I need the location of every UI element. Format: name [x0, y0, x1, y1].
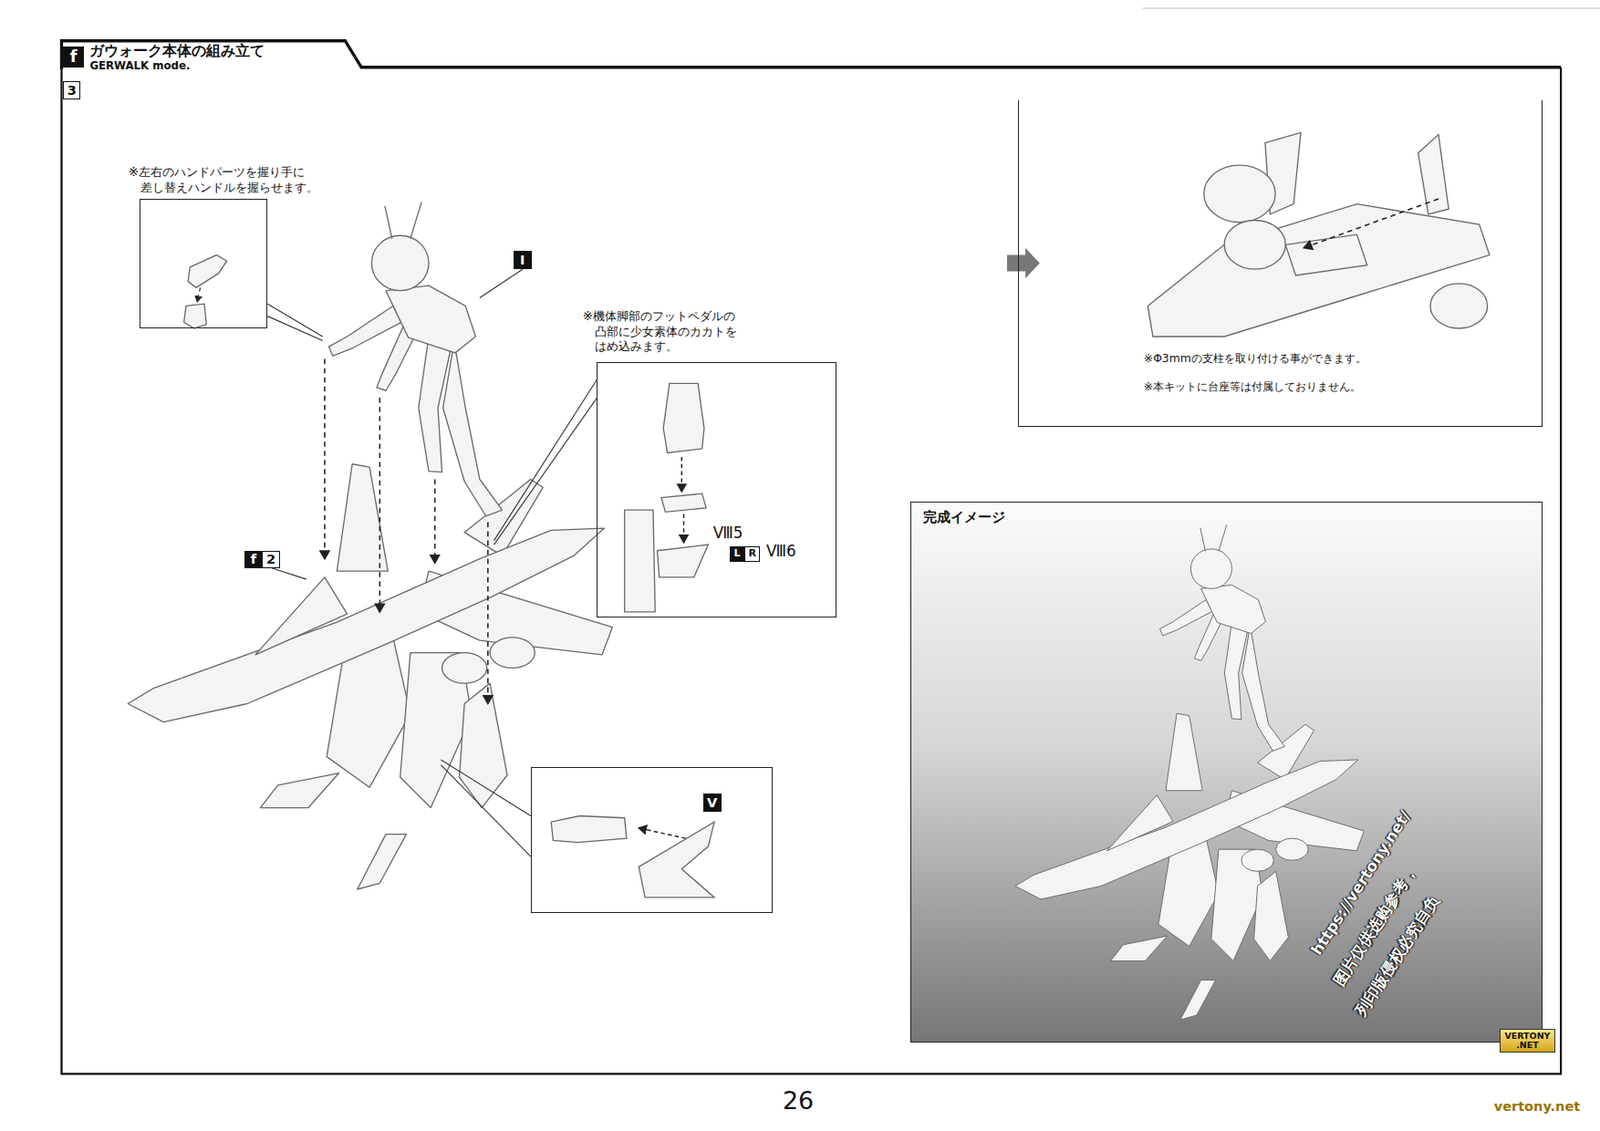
section-title: ガウォーク本体の組み立て	[89, 42, 265, 60]
step-number: 3	[62, 81, 81, 99]
callout-number: V	[703, 793, 722, 812]
detail-panel: ※Φ3mmの支柱を取り付ける事ができます。 ※本キットに台座等は付属しておりません…	[1018, 100, 1543, 427]
panel-title: 完成イメージ	[923, 509, 1006, 526]
note-text: ※Φ3mmの支柱を取り付ける事ができます。	[1143, 352, 1367, 365]
watermark: vertony.net	[1494, 1099, 1581, 1115]
note-text: ※本キットに台座等は付属しておりません。	[1143, 380, 1362, 394]
part-number: Ⅷ5	[713, 524, 744, 542]
finished-image-panel: 完成イメージ	[910, 501, 1544, 1043]
logo-badge: VERTONY.NET	[1499, 1028, 1555, 1054]
node-text: .NET	[1516, 1040, 1539, 1050]
inset-box: ※左右のハンドパーツを握り手に 差し替えハンドルを握らせます。	[139, 198, 268, 329]
side-mark: R	[744, 546, 760, 562]
inset-box: ※機体脚部のフットペダルの 凸部に少女素体のカカトを はめ込みます。Ⅷ5LRⅧ6	[596, 362, 837, 618]
callout-number: I	[513, 250, 532, 270]
note-text: ※左右のハンドパーツを握り手に 差し替えハンドルを握らせます。	[128, 165, 331, 197]
page-number: 26	[782, 1087, 814, 1116]
section-letter: f	[62, 46, 84, 67]
part-number: Ⅷ6	[766, 542, 797, 561]
note-text: ※機体脚部のフットペダルの 凸部に少女素体のカカトを はめ込みます。	[582, 309, 755, 355]
inset-box: V	[530, 767, 773, 914]
callout-number: f	[244, 550, 262, 569]
callout-number: 2	[261, 550, 280, 569]
side-mark: L	[729, 546, 746, 562]
node-text: VERTONY	[1504, 1031, 1550, 1041]
section-subtitle: GERWALK mode.	[89, 60, 190, 73]
